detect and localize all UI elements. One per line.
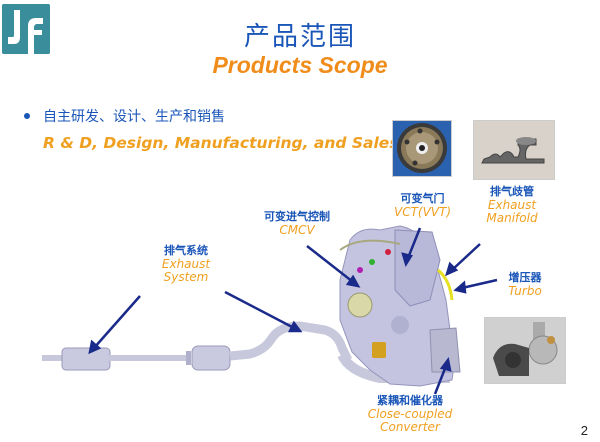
label-manifold-en1: Exhaust xyxy=(487,197,537,212)
label-turbo-en: Turbo xyxy=(508,283,542,298)
company-logo xyxy=(2,4,50,54)
vct-gear-photo xyxy=(392,120,452,177)
label-close-coupled-converter: 紧耦和催化器 Close-coupled Converter xyxy=(360,394,460,435)
label-vct-en: VCT(VVT) xyxy=(393,204,452,219)
bullet-text-chinese: 自主研发、设计、生产和销售 xyxy=(43,109,225,125)
label-turbo: 增压器 Turbo xyxy=(500,271,550,298)
bullet-text-english: R & D, Design, Manufacturing, and Sales xyxy=(43,134,399,152)
label-vct: 可变气门 VCT(VVT) xyxy=(385,192,460,219)
label-exhaust-system: 排气系统 Exhaust System xyxy=(150,244,222,285)
turbocharger-photo xyxy=(484,317,566,384)
exhaust-manifold-photo xyxy=(473,120,555,180)
label-exhaust-system-cn: 排气系统 xyxy=(164,244,208,257)
page-title-chinese: 产品范围 xyxy=(243,22,356,52)
bullet-icon xyxy=(24,113,30,119)
label-converter-en2: Converter xyxy=(380,420,440,435)
label-cmcv: 可变进气控制 CMCV xyxy=(252,210,342,237)
label-exhaust-manifold: 排气歧管 Exhaust Manifold xyxy=(474,185,550,226)
label-converter-en1: Close-coupled xyxy=(367,406,453,421)
label-manifold-cn: 排气歧管 xyxy=(490,185,534,198)
jf-logo-icon xyxy=(2,4,50,54)
label-cmcv-en: CMCV xyxy=(279,222,315,237)
label-cmcv-cn: 可变进气控制 xyxy=(264,210,330,223)
label-manifold-en2: Manifold xyxy=(486,211,538,226)
label-converter-cn: 紧耦和催化器 xyxy=(377,394,443,407)
page-number: 2 xyxy=(580,423,588,438)
label-exhaust-system-en2: System xyxy=(163,270,209,285)
label-exhaust-system-en1: Exhaust xyxy=(161,256,211,271)
label-vct-cn: 可变气门 xyxy=(400,192,445,205)
label-turbo-cn: 增压器 xyxy=(508,271,542,284)
page-title-english: Products Scope xyxy=(212,52,388,78)
